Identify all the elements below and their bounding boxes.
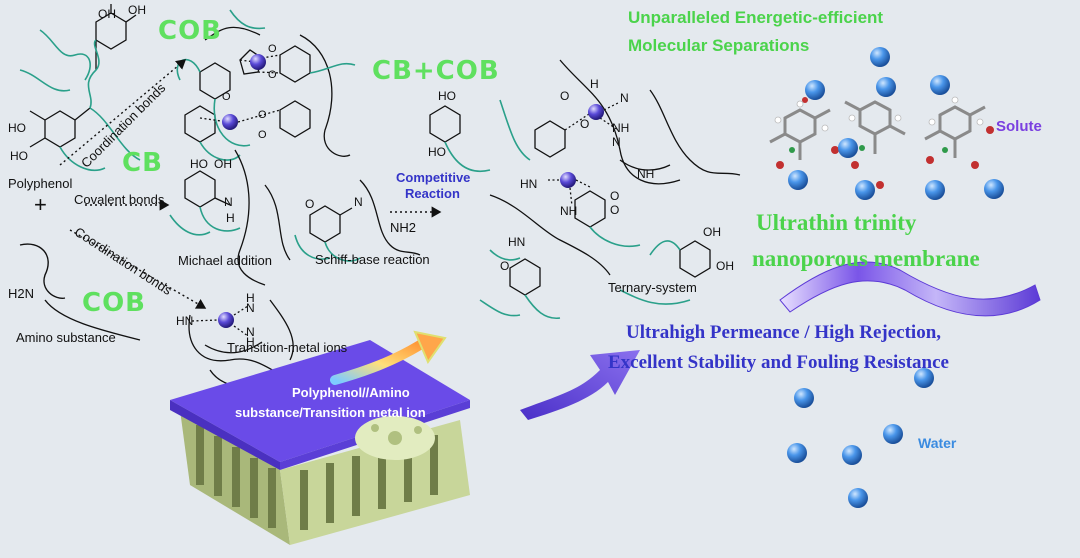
- water-spheres: [787, 47, 1004, 508]
- svg-text:NH: NH: [637, 167, 654, 181]
- svg-text:O: O: [610, 203, 619, 217]
- membrane-title-line-1: Ultrathin trinity: [756, 210, 917, 235]
- svg-text:HO: HO: [190, 157, 208, 171]
- label-membrane-line-2: substance/Transition metal ion: [235, 405, 426, 420]
- svg-text:O: O: [222, 91, 231, 103]
- svg-text:HO: HO: [10, 149, 28, 163]
- svg-text:O: O: [258, 109, 267, 121]
- svg-text:H: H: [590, 77, 599, 91]
- badge-cob-bottom: COB: [82, 288, 147, 318]
- label-ternary-system: Ternary-system: [608, 280, 697, 295]
- svg-text:N: N: [246, 325, 255, 339]
- polyphenol-molecule: [29, 4, 137, 148]
- label-competitive-1: Competitive: [396, 170, 471, 185]
- polyphenol-chain: [19, 29, 141, 172]
- label-nh2: NH2: [390, 220, 417, 235]
- label-water: Water: [918, 435, 957, 451]
- label-solute: Solute: [996, 118, 1042, 135]
- cb-structure: HO OH NH: [169, 149, 291, 286]
- title-line-1: Unparalleled Energetic-efficient: [628, 8, 884, 27]
- badge-cob-top: COB: [158, 16, 223, 46]
- svg-text:N: N: [620, 91, 629, 105]
- svg-text:O: O: [560, 89, 569, 103]
- amino-substance-molecule: [19, 243, 141, 341]
- svg-text:O: O: [268, 69, 277, 81]
- label-h2n: H2N: [8, 286, 35, 301]
- svg-text:HN: HN: [508, 235, 525, 249]
- membrane-title-line-2: nanoporous membrane: [752, 246, 980, 271]
- label-michael-addition: Michael addition: [178, 253, 272, 268]
- title-line-2: Molecular Separations: [628, 36, 810, 55]
- svg-text:H: H: [226, 211, 235, 225]
- svg-text:O: O: [610, 189, 619, 203]
- svg-text:HO: HO: [8, 121, 26, 135]
- solute-molecules: [769, 96, 994, 189]
- svg-text:NH: NH: [560, 204, 577, 218]
- formation-arrow: [330, 330, 447, 385]
- svg-text:NH: NH: [612, 121, 629, 135]
- label-polyphenol: Polyphenol: [8, 176, 73, 191]
- label-plus: +: [34, 192, 47, 217]
- label-transition-metal-ions: Transition-metal ions: [227, 340, 348, 355]
- label-competitive-2: Reaction: [405, 186, 460, 201]
- svg-text:OH: OH: [214, 157, 232, 171]
- svg-text:OH: OH: [128, 3, 146, 17]
- svg-text:N: N: [354, 195, 363, 209]
- performance-line-1: Ultrahigh Permeance / High Rejection,: [626, 322, 942, 343]
- label-covalent-bonds: Covalent bonds: [74, 192, 165, 207]
- svg-text:HN: HN: [520, 177, 537, 191]
- svg-text:N: N: [612, 135, 621, 149]
- label-schiff-base: Schiff-base reaction: [315, 252, 430, 267]
- svg-text:O: O: [305, 197, 314, 211]
- svg-text:OH: OH: [703, 225, 721, 239]
- svg-text:HO: HO: [428, 145, 446, 159]
- badge-cb-plus-cob: CB+COB: [372, 56, 500, 86]
- svg-text:H: H: [246, 335, 255, 349]
- svg-text:OH: OH: [98, 7, 116, 21]
- svg-text:O: O: [258, 129, 267, 141]
- svg-text:N: N: [224, 195, 233, 209]
- badge-cb: CB: [122, 148, 163, 178]
- svg-text:H: H: [246, 291, 255, 305]
- svg-text:O: O: [500, 259, 509, 273]
- svg-text:N: N: [246, 301, 255, 315]
- svg-text:O: O: [268, 43, 277, 55]
- membrane-selective-layer: [170, 340, 470, 462]
- process-arrow: [520, 350, 640, 420]
- cob-top-structure: OO OOO: [176, 9, 356, 161]
- reaction-arrows: [59, 59, 442, 309]
- membrane-support: [170, 340, 470, 545]
- label-amino-substance: Amino substance: [16, 330, 116, 345]
- svg-text:HN: HN: [176, 314, 193, 328]
- svg-text:HO: HO: [438, 89, 456, 103]
- performance-line-2: Excellent Stability and Fouling Resistan…: [608, 352, 949, 373]
- svg-text:O: O: [580, 117, 589, 131]
- ribbon-membrane: [779, 261, 1041, 317]
- svg-text:OH: OH: [716, 259, 734, 273]
- label-membrane-line-1: Polyphenol//Amino: [292, 385, 410, 400]
